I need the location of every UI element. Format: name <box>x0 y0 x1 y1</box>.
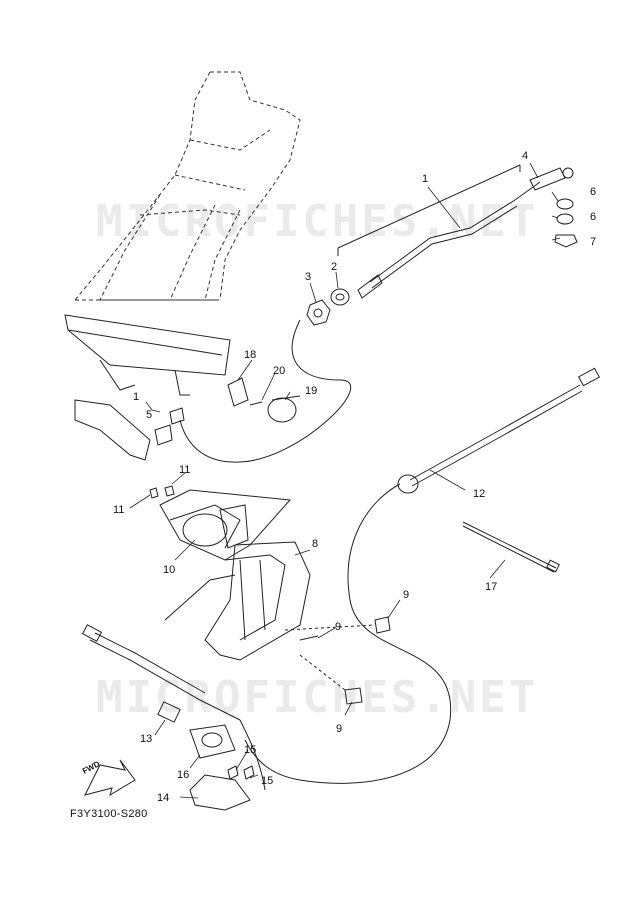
remote-control-10 <box>159 489 292 561</box>
washer-2 <box>330 288 350 306</box>
callout-1-lower: 1 <box>133 391 140 403</box>
callout-13: 13 <box>140 733 153 745</box>
nut-3 <box>306 299 331 326</box>
callout-7: 7 <box>590 236 597 248</box>
bolt-9c <box>344 687 363 705</box>
washer-6b <box>556 213 574 225</box>
bracket-plate-8 <box>164 541 311 661</box>
callout-20: 20 <box>273 365 286 377</box>
nut-15a <box>227 765 239 780</box>
callout-2: 2 <box>331 261 338 273</box>
callout-5: 5 <box>146 409 153 421</box>
callout-15a: 15 <box>244 744 257 756</box>
leader-lines <box>129 162 561 799</box>
nut-15b <box>243 765 255 780</box>
band-19 <box>267 397 297 423</box>
callout-9b: 9 <box>335 621 342 633</box>
callout-11b: 11 <box>113 504 125 516</box>
nut-7 <box>554 234 578 248</box>
clip-18 <box>227 377 249 407</box>
callout-15b: 15 <box>261 775 274 787</box>
washer-6a <box>556 198 574 210</box>
watermark-top: MICROFICHES.NET <box>96 196 539 247</box>
outboard-bracket-outline <box>74 71 301 301</box>
cover-16 <box>189 724 236 759</box>
callout-19: 19 <box>305 385 318 397</box>
lower-mount-bar <box>64 314 231 461</box>
sleeve-13 <box>157 701 181 723</box>
callout-4: 4 <box>522 150 529 162</box>
bolt-9b <box>299 635 319 641</box>
cable-tie-17 <box>462 521 557 569</box>
bolt-9a <box>374 616 391 634</box>
callout-16: 16 <box>177 769 190 781</box>
callout-9a: 9 <box>403 589 410 601</box>
callout-3: 3 <box>305 271 312 283</box>
figure-code: F3Y3100-S280 <box>70 808 148 820</box>
callout-1: 1 <box>422 173 429 185</box>
callout-12: 12 <box>473 488 486 500</box>
callout-18: 18 <box>244 349 257 361</box>
callout-10: 10 <box>163 564 176 576</box>
fwd-arrow <box>84 759 136 797</box>
throttle-cable-12 <box>244 367 600 784</box>
screw-11b <box>164 485 175 497</box>
callout-11a: 11 <box>179 464 191 476</box>
shift-cable-1 <box>179 167 574 463</box>
lower-cable <box>81 624 266 791</box>
screw-11a <box>149 487 159 499</box>
callout-14: 14 <box>157 792 170 804</box>
callout-6b: 6 <box>590 211 597 223</box>
bracket-14 <box>189 774 251 811</box>
callout-17: 17 <box>485 581 498 593</box>
fitting-5 <box>154 424 173 446</box>
callout-9c: 9 <box>336 723 343 735</box>
bolt-20 <box>249 401 263 406</box>
watermark-bottom: MICROFICHES.NET <box>96 672 539 723</box>
callout-6a: 6 <box>590 186 597 198</box>
callout-8: 8 <box>312 538 319 550</box>
callout-bracket-1 <box>337 164 521 249</box>
